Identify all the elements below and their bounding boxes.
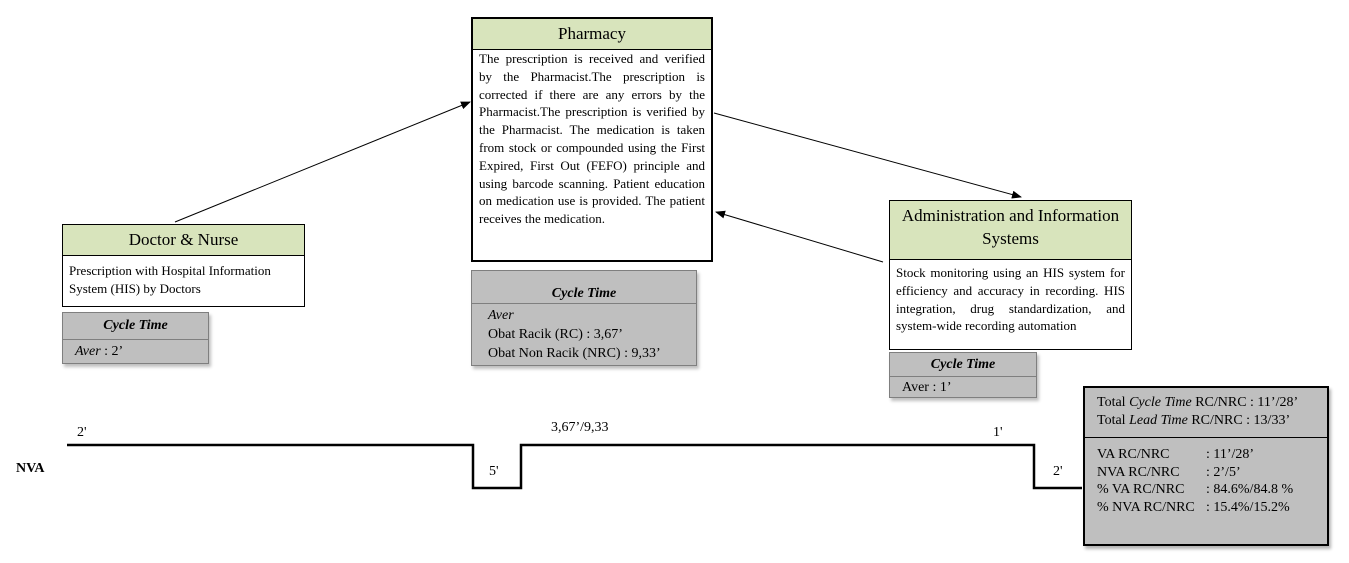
total-cycle-term: Cycle Time xyxy=(1129,395,1192,410)
pharmacy-nrc-time: Obat Non Racik (NRC) : 9,33’ xyxy=(488,346,661,361)
total-lead-time: Total Lead Time RC/NRC : 13/33’ xyxy=(1097,412,1327,430)
admin-info-title: Administration and Information Systems xyxy=(890,201,1131,260)
summary-totals: Total Cycle Time RC/NRC : 11’/28’ Total … xyxy=(1085,388,1327,438)
doctor-nurse-box: Doctor & Nurse Prescription with Hospita… xyxy=(62,224,305,307)
cycle-time-pharmacy-heading: Cycle Time xyxy=(472,271,696,304)
timeline-line xyxy=(67,443,1082,490)
total-lead-term: Lead Time xyxy=(1129,412,1188,428)
cycle-time-doctor-value: Aver : 2’ xyxy=(63,340,208,364)
summary-key: % NVA RC/NRC xyxy=(1097,499,1195,515)
summary-value: : 2’/5’ xyxy=(1206,464,1241,480)
cycle-time-doctor: Cycle Time Aver : 2’ xyxy=(62,312,209,364)
aver-value: : 2’ xyxy=(100,344,124,359)
total-cycle-time: Total Cycle Time RC/NRC : 11’/28’ xyxy=(1097,394,1327,412)
arrow-doctor-to-pharmacy xyxy=(174,101,471,223)
cycle-time-doctor-heading: Cycle Time xyxy=(63,313,208,340)
cycle-time-admin: Cycle Time Aver : 1’ xyxy=(889,352,1037,398)
summary-key: VA RC/NRC xyxy=(1097,447,1170,462)
timeline-admin-time: 1' xyxy=(993,425,1003,440)
total-lead-prefix: Total xyxy=(1097,412,1130,428)
timeline-wait-2: 2' xyxy=(1053,464,1063,479)
summary-key: NVA RC/NRC xyxy=(1097,464,1180,480)
timeline-doctor-time: 2' xyxy=(77,425,87,440)
timeline-wait-1: 5' xyxy=(489,464,499,479)
pharmacy-box: Pharmacy The prescription is received an… xyxy=(471,17,713,262)
admin-info-description: Stock monitoring using an HIS system for… xyxy=(896,265,1125,334)
cycle-time-admin-value: Aver : 1’ xyxy=(902,380,952,395)
summary-key: % VA RC/NRC xyxy=(1097,482,1185,497)
timeline-pharmacy-time: 3,67’/9,33 xyxy=(551,420,609,435)
summary-row: % NVA RC/NRC : 15.4%/15.2% xyxy=(1097,499,1327,517)
summary-row: VA RC/NRC : 11’/28’ xyxy=(1097,446,1327,464)
summary-value: : 84.6%/84.8 % xyxy=(1206,482,1294,497)
total-cycle-value: RC/NRC : 11’/28’ xyxy=(1191,395,1299,410)
pharmacy-description: The prescription is received and verifie… xyxy=(479,51,705,227)
doctor-nurse-title: Doctor & Nurse xyxy=(63,225,304,256)
summary-metrics: VA RC/NRC : 11’/28’ NVA RC/NRC : 2’/5’ % V… xyxy=(1085,438,1327,516)
total-cycle-prefix: Total xyxy=(1097,395,1130,410)
pharmacy-rc-time: Obat Racik (RC) : 3,67’ xyxy=(488,327,623,342)
admin-info-box: Administration and Information Systems S… xyxy=(889,200,1132,350)
doctor-nurse-description: Prescription with Hospital Information S… xyxy=(69,263,271,296)
arrow-admin-to-pharmacy xyxy=(715,210,884,263)
pharmacy-title: Pharmacy xyxy=(473,19,711,50)
cycle-time-pharmacy: Cycle Time Aver Obat Racik (RC) : 3,67’ … xyxy=(471,270,697,366)
cycle-time-admin-heading: Cycle Time xyxy=(890,353,1036,377)
arrow-pharmacy-to-admin xyxy=(713,112,1022,199)
total-lead-value: RC/NRC : 13/33’ xyxy=(1187,412,1291,428)
summary-value: : 11’/28’ xyxy=(1206,447,1255,462)
pharmacy-aver-label: Aver xyxy=(488,308,514,323)
summary-row: % VA RC/NRC : 84.6%/84.8 % xyxy=(1097,481,1327,499)
summary-value: : 15.4%/15.2% xyxy=(1206,499,1290,515)
summary-row: NVA RC/NRC : 2’/5’ xyxy=(1097,464,1327,482)
aver-label: Aver xyxy=(75,344,101,359)
nva-label: NVA xyxy=(16,461,45,476)
cycle-time-pharmacy-values: Aver Obat Racik (RC) : 3,67’ Obat Non Ra… xyxy=(472,304,696,363)
summary-box: Total Cycle Time RC/NRC : 11’/28’ Total … xyxy=(1083,386,1329,546)
